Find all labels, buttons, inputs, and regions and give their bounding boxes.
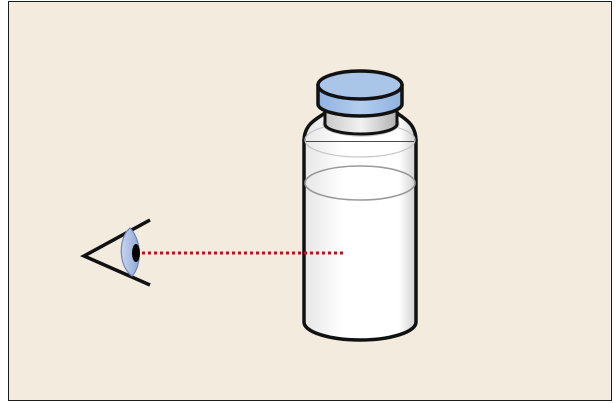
eye-icon bbox=[84, 220, 150, 285]
vial-cap-top bbox=[318, 71, 402, 99]
vial-body bbox=[304, 140, 416, 340]
vial bbox=[304, 71, 416, 340]
